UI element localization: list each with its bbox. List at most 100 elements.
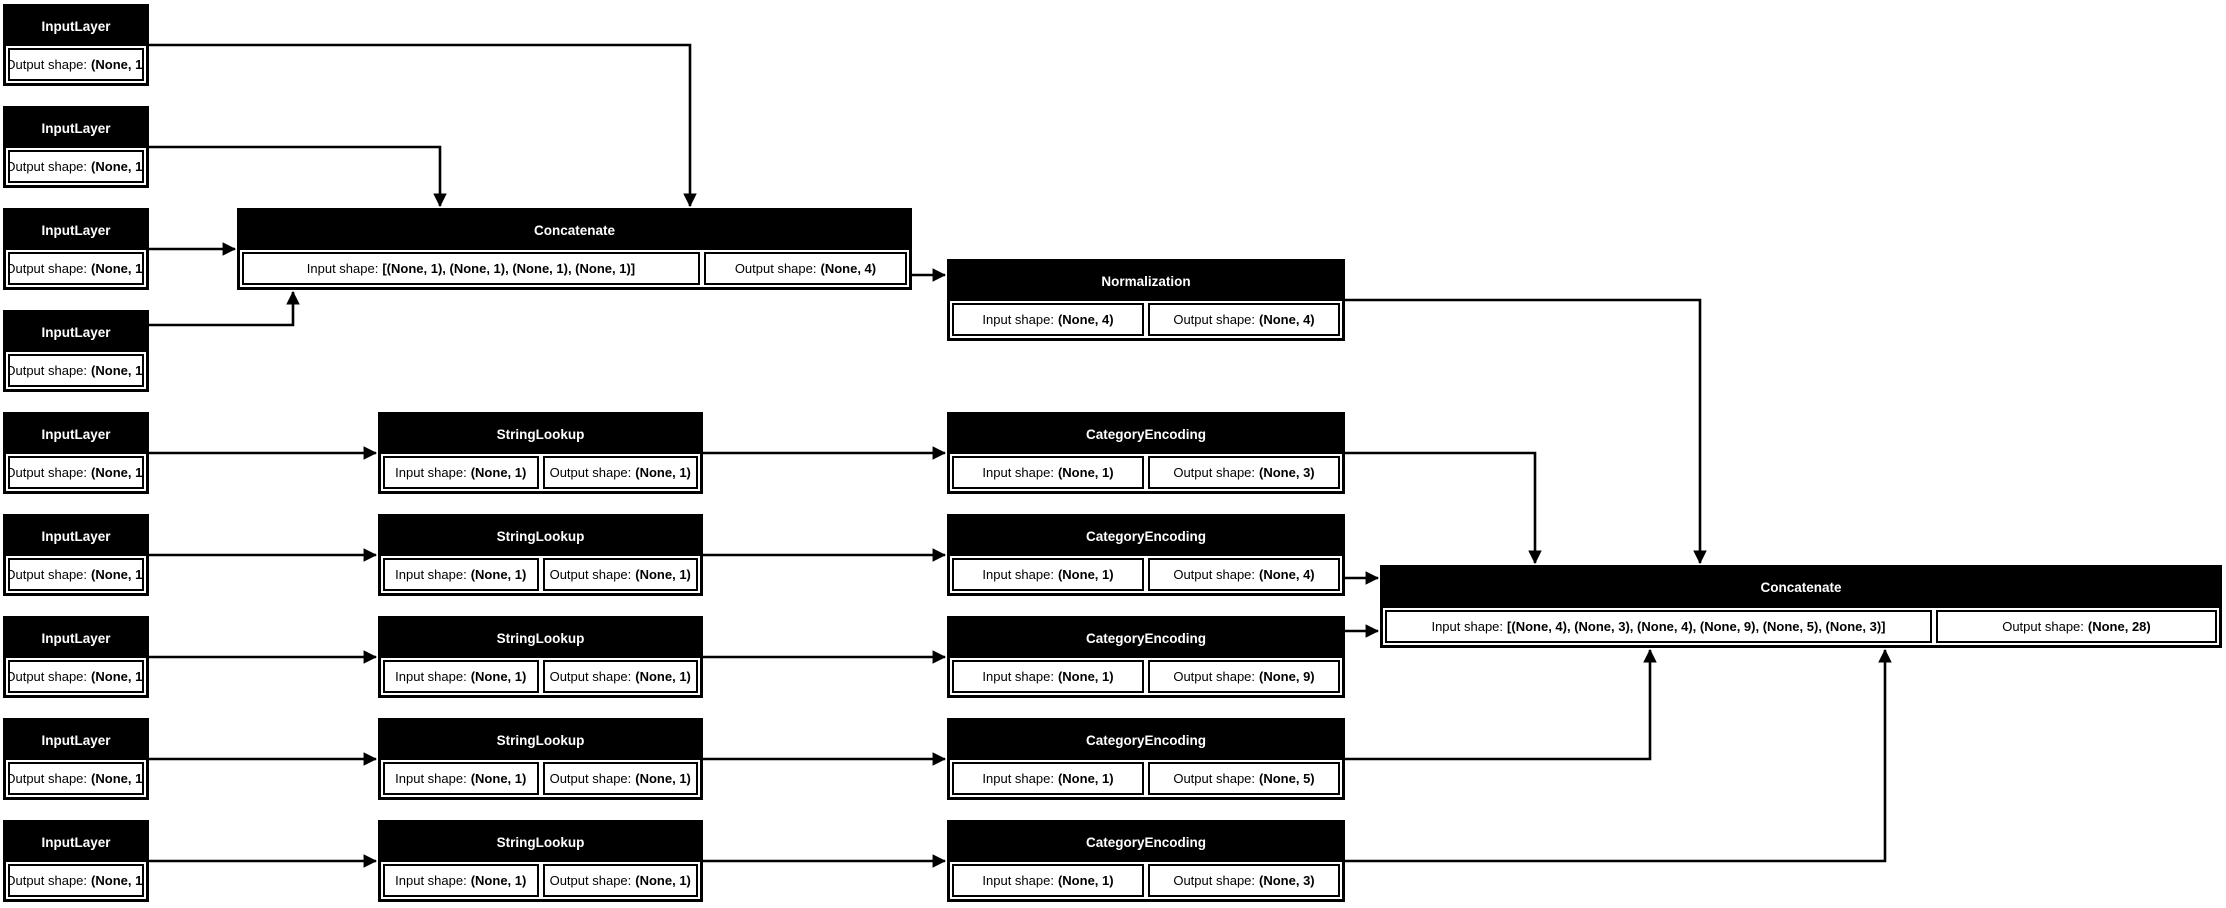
- layer-title: StringLookup: [496, 732, 585, 748]
- input-shape-cell: Input shape:(None, 1): [381, 760, 541, 797]
- node-inputlayer-2: InputLayer Output shape:(None, 1): [3, 106, 149, 188]
- output-shape-cell: Output shape:(None, 4): [1146, 556, 1342, 593]
- output-shape-cell: Output shape:(None, 1): [540, 454, 700, 491]
- layer-title: InputLayer: [41, 528, 111, 544]
- shape-value: (None, 3): [1259, 873, 1315, 888]
- shape-label: Output shape:: [8, 261, 88, 276]
- shape-label: Input shape:: [982, 312, 1054, 327]
- shape-value: (None, 1): [91, 363, 144, 378]
- layer-title: CategoryEncoding: [1085, 834, 1206, 850]
- shape-value: (None, 1): [635, 873, 691, 888]
- shape-row: Output shape:(None, 1): [6, 556, 146, 593]
- shape-label: Output shape:: [8, 57, 88, 72]
- input-shape-cell: Input shape:(None, 1): [381, 658, 541, 695]
- shape-value: (None, 1): [635, 465, 691, 480]
- shape-label: Output shape:: [1173, 465, 1256, 480]
- shape-row: Input shape:(None, 1) Output shape:(None…: [950, 658, 1342, 695]
- shape-value: (None, 1): [91, 159, 144, 174]
- shape-label: Output shape:: [1173, 771, 1256, 786]
- shape-row: Output shape:(None, 1): [6, 250, 146, 287]
- shape-value: (None, 1): [470, 567, 527, 582]
- node-concatenate-2: Concatenate Input shape:[(None, 4), (Non…: [1380, 565, 2222, 648]
- shape-value: (None, 1): [1057, 465, 1114, 480]
- layer-title: StringLookup: [496, 528, 585, 544]
- shape-value: (None, 4): [1259, 312, 1315, 327]
- shape-row: Output shape:(None, 1): [6, 862, 146, 899]
- shape-value: (None, 1): [470, 669, 527, 684]
- input-shape-cell: Input shape:(None, 1): [381, 454, 541, 491]
- output-shape-cell: Output shape:(None, 3): [1146, 454, 1342, 491]
- shape-label: Output shape:: [8, 873, 88, 888]
- edge-input2-to-concat1: [149, 145, 447, 208]
- shape-row: Output shape:(None, 1): [6, 46, 146, 83]
- layer-title: InputLayer: [41, 120, 111, 136]
- shape-row: Input shape:(None, 1) Output shape:(None…: [950, 862, 1342, 899]
- shape-label: Output shape:: [549, 873, 632, 888]
- edge-input1-to-concat1: [149, 43, 697, 208]
- shape-label: Output shape:: [549, 669, 632, 684]
- shape-label: Output shape:: [8, 567, 88, 582]
- output-shape-cell: Output shape:(None, 4): [1146, 301, 1342, 338]
- output-shape-cell: Output shape:(None, 1): [6, 556, 146, 593]
- input-shape-cell: Input shape:(None, 1): [950, 760, 1146, 797]
- layer-title: InputLayer: [41, 630, 111, 646]
- output-shape-cell: Output shape:(None, 1): [6, 454, 146, 491]
- shape-label: Output shape:: [8, 363, 88, 378]
- shape-label: Input shape:: [1431, 619, 1504, 634]
- shape-row: Input shape:[(None, 4), (None, 3), (None…: [1383, 608, 2220, 645]
- shape-value: [(None, 1), (None, 1), (None, 1), (None,…: [382, 261, 636, 276]
- input-shape-cell: Input shape:[(None, 1), (None, 1), (None…: [240, 250, 702, 287]
- output-shape-cell: Output shape:(None, 9): [1146, 658, 1342, 695]
- node-stringlookup-1: StringLookup Input shape:(None, 1) Outpu…: [378, 412, 703, 494]
- output-shape-cell: Output shape:(None, 1): [6, 658, 146, 695]
- output-shape-cell: Output shape:(None, 1): [6, 352, 146, 389]
- shape-value: (None, 4): [1057, 312, 1114, 327]
- node-inputlayer-7: InputLayer Output shape:(None, 1): [3, 616, 149, 698]
- shape-label: Output shape:: [549, 771, 632, 786]
- layer-title: CategoryEncoding: [1085, 732, 1206, 748]
- shape-label: Output shape:: [549, 567, 632, 582]
- layer-title: InputLayer: [41, 18, 111, 34]
- shape-value: (None, 1): [1057, 567, 1114, 582]
- shape-label: Output shape:: [8, 669, 88, 684]
- layer-title: InputLayer: [41, 324, 111, 340]
- node-stringlookup-3: StringLookup Input shape:(None, 1) Outpu…: [378, 616, 703, 698]
- output-shape-cell: Output shape:(None, 4): [701, 250, 910, 287]
- shape-value: (None, 1): [635, 669, 691, 684]
- shape-label: Input shape:: [395, 669, 467, 684]
- shape-value: (None, 1): [91, 873, 144, 888]
- shape-row: Output shape:(None, 1): [6, 454, 146, 491]
- output-shape-cell: Output shape:(None, 1): [540, 556, 700, 593]
- layer-title: InputLayer: [41, 222, 111, 238]
- shape-row: Input shape:(None, 1) Output shape:(None…: [381, 862, 700, 899]
- shape-label: Output shape:: [8, 465, 88, 480]
- edge-categoryencoding5-to-concat2: [1345, 648, 1892, 863]
- shape-row: Input shape:(None, 4) Output shape:(None…: [950, 301, 1342, 338]
- edge-categoryencoding4-to-concat2: [1345, 648, 1657, 761]
- node-inputlayer-1: InputLayer Output shape:(None, 1): [3, 4, 149, 86]
- layer-title: InputLayer: [41, 732, 111, 748]
- node-inputlayer-5: InputLayer Output shape:(None, 1): [3, 412, 149, 494]
- shape-label: Input shape:: [395, 567, 467, 582]
- input-shape-cell: Input shape:[(None, 4), (None, 3), (None…: [1383, 608, 1934, 645]
- layer-title: StringLookup: [496, 834, 585, 850]
- shape-row: Input shape:(None, 1) Output shape:(None…: [381, 556, 700, 593]
- shape-row: Input shape:[(None, 1), (None, 1), (None…: [240, 250, 910, 287]
- shape-row: Input shape:(None, 1) Output shape:(None…: [950, 556, 1342, 593]
- output-shape-cell: Output shape:(None, 1): [540, 760, 700, 797]
- node-inputlayer-9: InputLayer Output shape:(None, 1): [3, 820, 149, 902]
- edge-input4-to-concat1: [149, 290, 300, 327]
- node-inputlayer-4: InputLayer Output shape:(None, 1): [3, 310, 149, 392]
- input-shape-cell: Input shape:(None, 1): [381, 862, 541, 899]
- node-stringlookup-2: StringLookup Input shape:(None, 1) Outpu…: [378, 514, 703, 596]
- input-shape-cell: Input shape:(None, 1): [950, 454, 1146, 491]
- input-shape-cell: Input shape:(None, 4): [950, 301, 1146, 338]
- shape-row: Input shape:(None, 1) Output shape:(None…: [950, 454, 1342, 491]
- node-stringlookup-5: StringLookup Input shape:(None, 1) Outpu…: [378, 820, 703, 902]
- layer-title: InputLayer: [41, 426, 111, 442]
- shape-label: Output shape:: [1173, 873, 1256, 888]
- layer-title: Concatenate: [533, 222, 616, 238]
- shape-value: (None, 1): [91, 669, 144, 684]
- output-shape-cell: Output shape:(None, 1): [6, 148, 146, 185]
